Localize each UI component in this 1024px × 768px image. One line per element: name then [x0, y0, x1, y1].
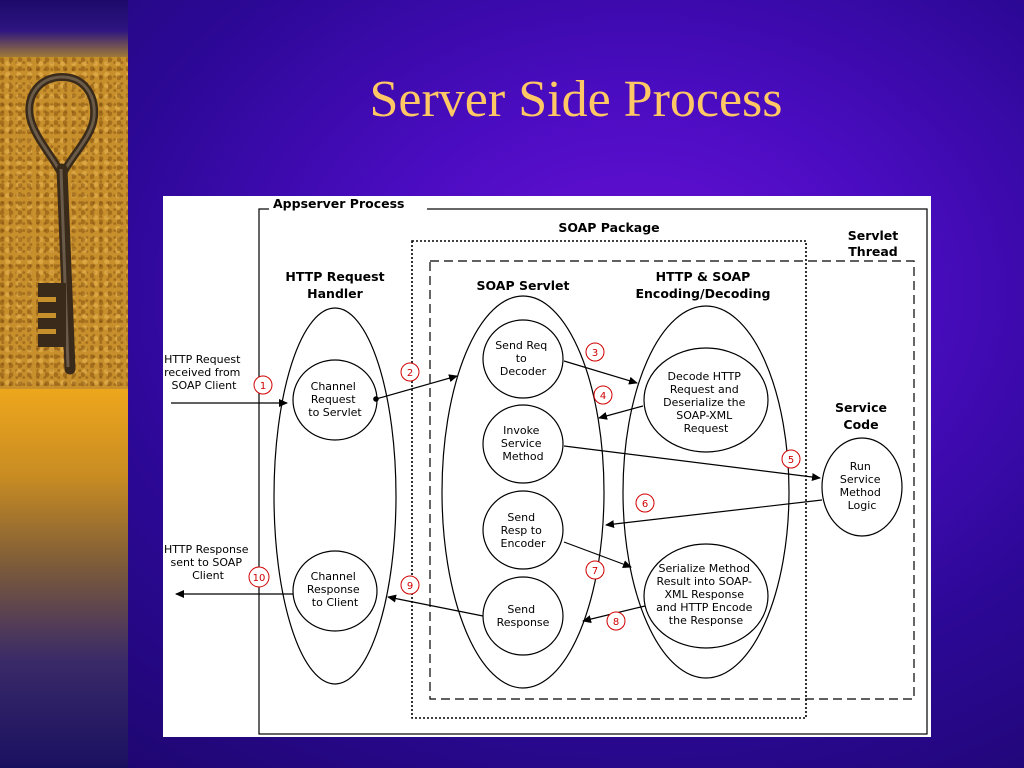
appserver-box: [258, 208, 928, 735]
service-code-header-1: Service: [835, 400, 887, 415]
svg-text:5: 5: [788, 455, 794, 466]
http-handler-header-1: HTTP Request: [285, 269, 384, 284]
send-resp-encoder-node: [482, 490, 564, 570]
step-marker-7: 7: [585, 560, 605, 580]
arrow-to-soap-servlet: [373, 374, 458, 402]
send-req-node: [482, 319, 564, 399]
step-marker-1: 1: [253, 375, 273, 395]
slide-title: Server Side Process: [369, 71, 783, 128]
key-icon: [25, 72, 99, 375]
arrow-from-decoder: [598, 405, 644, 420]
run-service-label: Run Service Method Logic: [840, 460, 885, 512]
invoke-label: Invoke Service Method: [501, 424, 545, 463]
run-service-node: [821, 437, 903, 537]
servlet-thread-box: [429, 260, 915, 700]
svg-text:1: 1: [260, 381, 266, 392]
arrow-to-decoder: [563, 360, 638, 385]
step-marker-2: 2: [400, 362, 420, 382]
decode-label: Decode HTTP Request and Deserialize the …: [663, 370, 749, 435]
service-code-header-2: Code: [843, 417, 878, 432]
step-marker-4: 4: [593, 385, 613, 405]
http-handler-ellipse: [273, 307, 397, 685]
svg-text:3: 3: [592, 348, 598, 359]
arrow-to-service: [563, 445, 821, 481]
send-response-label: Send Response: [497, 603, 550, 629]
step-marker-10: 10: [248, 566, 270, 588]
step-marker-3: 3: [585, 342, 605, 362]
soap-package-box: [411, 240, 807, 719]
arrow-to-encoder: [563, 541, 632, 568]
svg-text:2: 2: [407, 368, 413, 379]
svg-text:8: 8: [613, 617, 619, 628]
step-marker-8: 8: [606, 611, 626, 631]
http-handler-header-2: Handler: [307, 286, 364, 301]
svg-text:7: 7: [592, 566, 598, 577]
channel-request-label: Channel Request to Servlet: [308, 380, 362, 419]
send-req-label: Send Req to Decoder: [495, 339, 551, 378]
encoding-header-2: Encoding/Decoding: [635, 286, 770, 301]
svg-text:6: 6: [642, 499, 648, 510]
step-marker-9: 9: [400, 575, 420, 595]
soap-package-label: SOAP Package: [558, 220, 659, 235]
channel-response-label: Channel Response to Client: [307, 570, 363, 609]
svg-text:9: 9: [407, 581, 413, 592]
servlet-thread-label-1: Servlet: [848, 228, 899, 243]
http-request-external-label: HTTP Request received from SOAP Client: [164, 353, 244, 392]
step-marker-6: 6: [635, 493, 655, 513]
serialize-node: [643, 543, 769, 649]
server-process-diagram: Appserver Process SOAP Package Servlet T…: [163, 196, 931, 737]
channel-response-node: [292, 550, 378, 632]
soap-servlet-header: SOAP Servlet: [476, 278, 569, 293]
svg-text:10: 10: [253, 573, 266, 584]
invoke-node: [482, 404, 564, 484]
http-response-external-label: HTTP Response sent to SOAP Client: [164, 543, 252, 582]
decode-node: [643, 347, 769, 453]
servlet-thread-label-2: Thread: [848, 244, 897, 259]
serialize-label: Serialize Method Result into SOAP- XML R…: [656, 562, 756, 627]
step-marker-5: 5: [781, 449, 801, 469]
arrow-to-channel-response: [387, 594, 484, 617]
arrow-from-service: [605, 499, 823, 529]
svg-text:4: 4: [600, 391, 606, 402]
encoding-header-1: HTTP & SOAP: [656, 269, 751, 284]
soap-servlet-ellipse: [441, 295, 605, 689]
encoding-ellipse: [622, 305, 790, 679]
send-resp-encoder-label: Send Resp to Encoder: [501, 511, 546, 550]
appserver-label: Appserver Process: [273, 196, 404, 211]
key-photo: [0, 57, 128, 389]
